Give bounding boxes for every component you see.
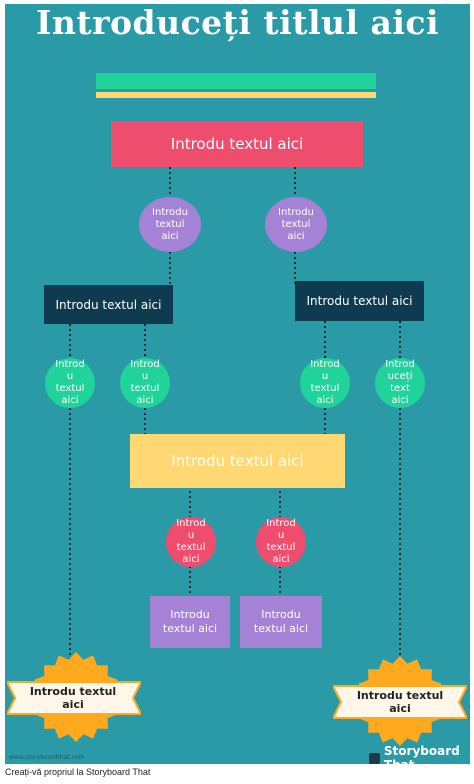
level1-circle-left[interactable]: Introdu textul aici [139,197,201,252]
ribbon-right[interactable]: Introdu textul aici [350,686,450,718]
footer-caption: Creați-vă propriul la Storyboard That [5,767,151,777]
level1-circle-right-label: Introdu textul aici [278,206,314,242]
diagram-canvas: Introduceți titlul aici Introdu textul a… [5,4,470,764]
level4-circle-right[interactable]: Introd u textul aici [256,517,306,567]
level2-box-left-label: Introdu textul aici [55,297,162,312]
ribbon-left-shape [7,681,141,715]
level4-circle-left-label: Introd u textul aici [176,518,206,565]
level5-box-left-label: Introdu textul aici [162,608,218,635]
top-box-label: Introdu textul aici [170,135,304,153]
connector-lines [69,167,401,664]
middle-box-label: Introdu textul aici [171,452,304,470]
ribbon-left[interactable]: Introdu textul aici [23,682,123,714]
middle-box[interactable]: Introdu textul aici [130,434,345,488]
level5-box-right-label: Introdu textul aici [253,608,309,635]
level5-box-right[interactable]: Introdu textul aici [240,596,322,648]
level3-circle-3-label: Introd u textul aici [310,359,340,406]
title-underline-yellow [96,92,376,98]
level4-circle-right-label: Introd u textul aici [266,518,296,565]
level3-circle-4[interactable]: Introd uceți text aici [375,358,425,408]
page-title: Introduceți titlul aici [35,4,440,42]
level2-box-right[interactable]: Introdu textul aici [295,281,424,321]
level1-circle-left-label: Introdu textul aici [152,206,188,242]
top-box[interactable]: Introdu textul aici [111,121,363,167]
level2-box-right-label: Introdu textul aici [306,294,413,308]
ribbon-left-label: Introdu textul aici [29,685,117,711]
level3-circle-4-label: Introd uceți text aici [385,359,415,406]
level3-circle-3[interactable]: Introd u textul aici [300,358,350,408]
level2-box-left[interactable]: Introdu textul aici [44,285,173,324]
level4-circle-left[interactable]: Introd u textul aici [166,517,216,567]
ribbon-right-label: Introdu textul aici [356,689,444,715]
level1-circle-right[interactable]: Introdu textul aici [265,197,327,252]
level3-circle-2[interactable]: Introd u textul aici [120,358,170,408]
level5-box-left[interactable]: Introdu textul aici [150,596,230,648]
ribbon-right-shape [333,685,467,719]
storyboard-logo-icon [369,752,380,764]
watermark: www.storyboardthat.com [9,754,85,761]
title-underline-green [96,73,376,89]
level3-circle-1[interactable]: Introd u textul aici [45,358,95,408]
level3-circle-1-label: Introd u textul aici [55,359,85,406]
storyboard-logo-text: Storyboard That [383,744,460,764]
level3-circle-2-label: Introd u textul aici [130,359,160,406]
storyboard-logo: Storyboard That [369,744,470,764]
